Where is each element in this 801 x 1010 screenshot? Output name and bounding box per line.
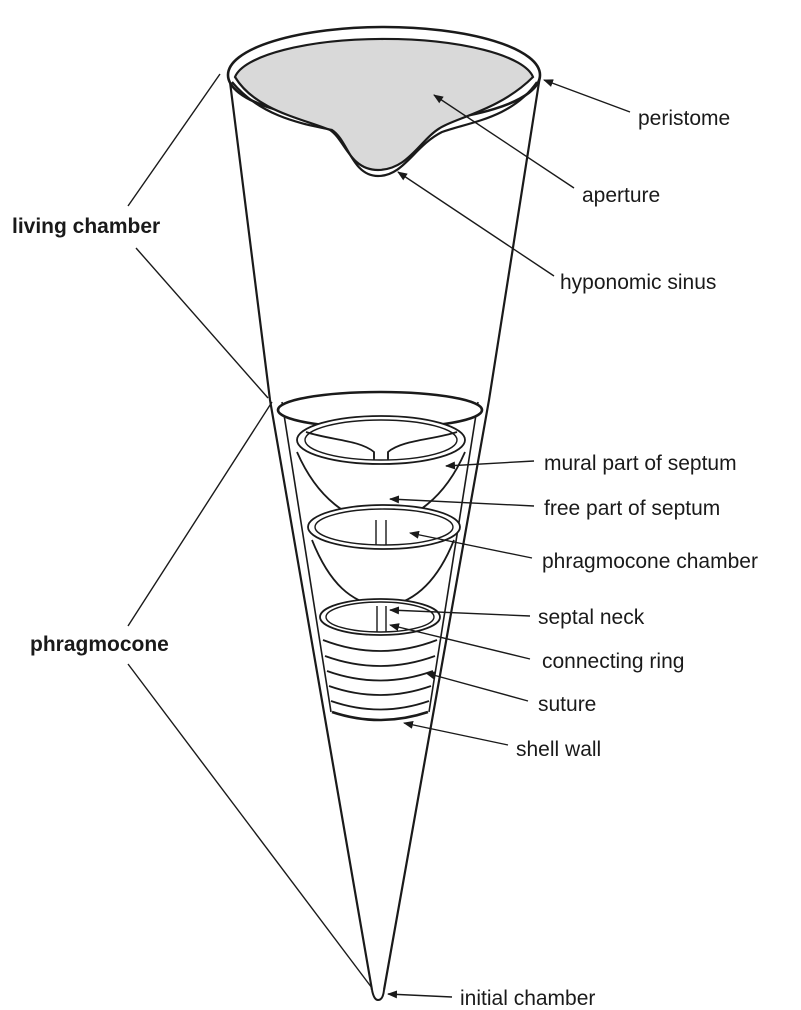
connecting-ring-label: connecting ring — [542, 650, 684, 673]
suture-line — [325, 656, 435, 666]
hyponomic-sinus-pointer — [398, 172, 554, 276]
suture-lines — [323, 640, 437, 720]
peristome-group — [228, 27, 540, 176]
aperture-label: aperture — [582, 184, 660, 207]
shell-wall-label: shell wall — [516, 738, 601, 761]
aperture-pointer — [434, 95, 574, 188]
initial-chamber-pointer — [388, 994, 452, 997]
living-chamber-bracket-bottom — [136, 248, 268, 398]
septum-1-rim — [297, 416, 465, 464]
septal-neck-label: septal neck — [538, 606, 645, 629]
suture-label: suture — [538, 693, 596, 716]
phragmocone-chamber-label: phragmocone chamber — [542, 550, 758, 573]
peristome-pointer — [544, 80, 630, 112]
suture-line — [331, 701, 429, 710]
septum-3 — [320, 599, 440, 635]
free-part-label: free part of septum — [544, 497, 720, 520]
septum-3-rim — [320, 599, 440, 635]
mural-part-label: mural part of septum — [544, 452, 737, 475]
living-chamber-label: living chamber — [12, 215, 160, 238]
phragmocone-bracket-top — [128, 402, 272, 626]
phragmocone-label: phragmocone — [30, 633, 169, 656]
hyponomic-sinus-label: hyponomic sinus — [560, 271, 716, 294]
suture-line — [327, 671, 433, 681]
peristome-label: peristome — [638, 107, 730, 130]
connecting-ring-pointer — [390, 625, 530, 659]
shell-wall-base — [332, 712, 428, 720]
shell-wall-pointer — [404, 723, 508, 745]
initial-chamber-shape — [372, 990, 384, 1000]
suture-line — [329, 686, 431, 695]
suture-pointer — [426, 673, 528, 701]
aperture-surface — [235, 39, 533, 170]
living-chamber-bracket-top — [128, 74, 220, 206]
initial-chamber-label: initial chamber — [460, 987, 595, 1010]
septum-2-rim — [308, 505, 460, 549]
suture-line — [323, 640, 437, 651]
